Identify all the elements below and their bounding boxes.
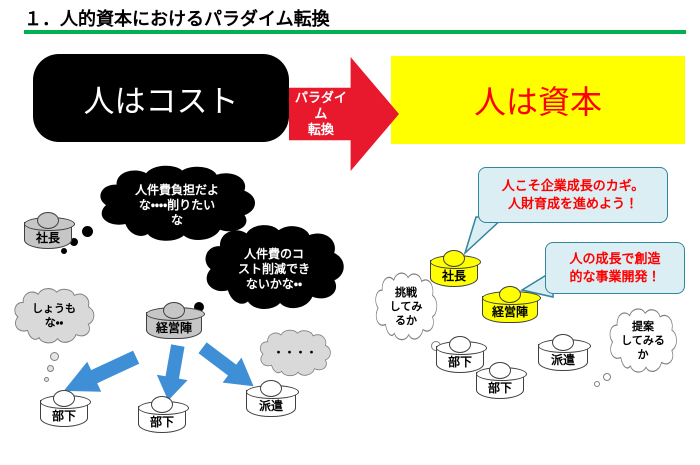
thought-text-dispatch-capital: 提案 してみる か (621, 321, 665, 361)
thought-trail-dot (82, 226, 93, 237)
thought-cloud-subordinate-capital: 挑戦 してみ るか (372, 270, 440, 346)
thought-trail-dot (594, 381, 600, 387)
thought-trail-dot (44, 377, 49, 382)
figure-management-capital: 経営陣 (481, 286, 541, 323)
thought-trail-dot (194, 302, 204, 312)
paradigm-shift-arrow: パラダイム 転換 (289, 57, 399, 171)
people-are-capital-label: 人は資本 (473, 84, 602, 120)
figure-subordinate1-cost: 部下 (39, 390, 91, 427)
thought-trail-dot (47, 365, 54, 372)
delegation-arrow-middle (151, 342, 194, 403)
figure-president-cost: 社長 (23, 212, 75, 249)
speech-bubble-development: 人の成長で創造 的な事業開発！ (545, 242, 685, 294)
people-are-cost-box: 人はコスト (33, 54, 289, 142)
person-body: 社長 (429, 255, 481, 287)
person-head-icon (449, 336, 471, 353)
figure-label: 経営陣 (491, 304, 528, 319)
figure-label: 社長 (441, 268, 466, 283)
person-head-icon (53, 390, 75, 407)
person-head-icon (37, 212, 59, 229)
person-head-icon (163, 302, 185, 319)
thought-text-subordinate-capital: 挑戦 してみ るか (389, 287, 423, 327)
figure-label: 派遣 (550, 352, 575, 367)
thought-text-president-cost: 人件費負担だよ な・・・・削りたい な (134, 182, 219, 227)
person-head-icon (443, 250, 465, 267)
thought-text-management-cost: 人件費のコ スト削減でき ないかな・・ (237, 246, 310, 291)
person-head-icon (499, 286, 521, 303)
people-are-cost-label: 人はコスト (83, 83, 239, 119)
page-title: １．人的資本におけるパラダイム転換 (24, 9, 330, 29)
mutter-text-dispatch-cost: ・・・・ (273, 347, 317, 360)
figure-label: 社長 (35, 230, 60, 245)
figure-label: 部下 (487, 380, 512, 395)
figure-subordinate1-capital: 部下 (435, 336, 487, 373)
speech-text-development: 人の成長で創造 的な事業開発！ (569, 251, 661, 284)
speech-text-growth: 人こそ企業成長のカギ。 人財育成を進めよう！ (501, 178, 645, 211)
mutter-text-subordinate-cost: しょうも な・・ (32, 303, 76, 329)
speech-bubble-growth: 人こそ企業成長のカギ。 人財育成を進めよう！ (478, 167, 668, 223)
paradigm-shift-label: パラダイム 転換 (294, 89, 347, 138)
title-underline (24, 30, 686, 34)
figure-dispatch-cost: 派遣 (245, 380, 299, 417)
thought-cloud-dispatch-cost: ・・・・ (256, 328, 334, 380)
figure-subordinate2-capital: 部下 (475, 362, 527, 399)
thought-trail-dot (70, 238, 78, 246)
thought-trail-dot (603, 373, 611, 381)
thought-trail-dot (61, 248, 67, 254)
figure-president-capital: 社長 (429, 250, 481, 287)
person-head-icon (151, 396, 173, 413)
thought-cloud-management-cost: 人件費のコ スト削減でき ないかな・・ (198, 222, 350, 316)
thought-cloud-subordinate-cost: しょうも な・・ (10, 286, 98, 348)
person-head-icon (260, 380, 282, 397)
figure-label: 部下 (51, 408, 76, 423)
thought-cloud-dispatch-capital: 提案 してみる か (606, 306, 680, 378)
figure-dispatch-capital: 派遣 (537, 334, 591, 371)
figure-management-cost: 経営陣 (145, 302, 205, 339)
figure-label: 部下 (447, 354, 472, 369)
figure-label: 派遣 (258, 398, 283, 413)
thought-cloud-president-cost: 人件費負担だよ な・・・・削りたい な (92, 163, 262, 247)
person-head-icon (489, 362, 511, 379)
figure-label: 部下 (149, 414, 174, 429)
figure-subordinate2-cost: 部下 (137, 396, 189, 433)
thought-trail-dot (50, 352, 59, 361)
figure-label: 経営陣 (155, 320, 192, 335)
person-head-icon (552, 334, 574, 351)
people-are-capital-box: 人は資本 (391, 56, 685, 144)
